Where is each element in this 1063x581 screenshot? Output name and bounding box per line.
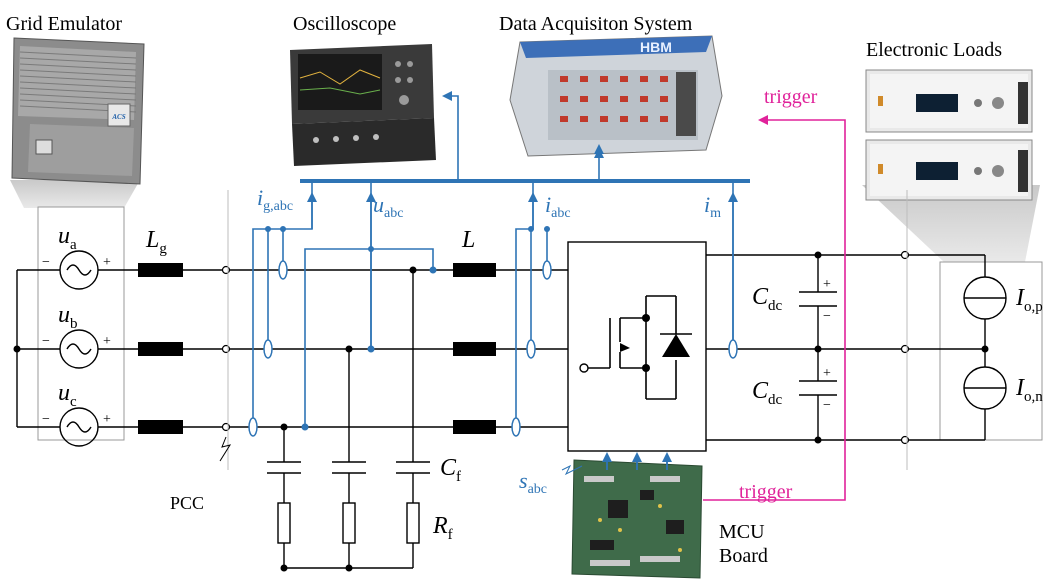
current-sensors xyxy=(248,260,738,437)
svg-text:+: + xyxy=(103,412,111,427)
uc-label: uc xyxy=(58,380,77,410)
cdc-bottom-label: Cdc xyxy=(752,378,783,408)
s-abc-label: sabc xyxy=(519,468,547,497)
rf-label: Rf xyxy=(432,513,453,543)
svg-text:+: + xyxy=(823,277,831,292)
u-abc-label: uabc xyxy=(373,192,403,221)
ua-label: ua xyxy=(58,223,77,253)
svg-text:+: + xyxy=(103,255,111,270)
acs-logo: ACS xyxy=(111,113,125,121)
terminals xyxy=(221,250,910,445)
svg-text:+: + xyxy=(823,366,831,381)
iop-label: Io,p xyxy=(1015,285,1043,315)
diode-icon xyxy=(662,334,690,357)
junction-dots xyxy=(13,251,989,572)
daq-image: HBM xyxy=(509,35,723,157)
inductors xyxy=(138,263,496,434)
cdc-top-label: Cdc xyxy=(752,284,783,314)
pcc-label: PCC xyxy=(170,493,204,513)
inverter-terminal xyxy=(579,363,589,373)
svg-text:−: − xyxy=(823,309,831,324)
inverter-switch-symbol xyxy=(588,295,692,400)
oscilloscope-title: Oscilloscope xyxy=(293,13,396,35)
grid-emulator-box xyxy=(37,206,125,441)
i-abc-label: iabc xyxy=(545,192,571,221)
mcu-label-1: MCU xyxy=(719,521,765,543)
power-circuit-wires xyxy=(16,241,1007,569)
trigger-line xyxy=(703,115,846,501)
grid-emulator-image: ACS xyxy=(11,37,145,185)
electronic-loads-box xyxy=(939,261,1043,441)
svg-text:−: − xyxy=(42,334,50,349)
electronic-loads-title: Electronic Loads xyxy=(866,39,1002,61)
grid-emulator-callout xyxy=(10,180,140,208)
oscilloscope-image xyxy=(290,44,436,166)
lg-label: Lg xyxy=(145,227,167,257)
measurement-dots xyxy=(265,226,550,431)
ion-label: Io,n xyxy=(1015,375,1043,405)
i-m-label: im xyxy=(704,192,721,221)
mcu-label-2: Board xyxy=(719,545,768,567)
trigger-label-top: trigger xyxy=(764,86,818,108)
mcu-board-image xyxy=(571,459,703,579)
trigger-label-bottom: trigger xyxy=(739,481,793,503)
hbm-logo: HBM xyxy=(640,39,672,55)
pcc-pointer xyxy=(219,436,232,462)
cf-label: Cf xyxy=(440,455,461,485)
svg-text:−: − xyxy=(42,255,50,270)
svg-text:−: − xyxy=(823,398,831,413)
grid-emulator-title: Grid Emulator xyxy=(6,13,122,35)
mosfet-arrow xyxy=(620,343,630,352)
polarity-marks: − + − + − + + − + − xyxy=(42,255,831,427)
cut-lines xyxy=(227,190,908,470)
i-g-abc-label: ig,abc xyxy=(257,185,293,214)
svg-text:+: + xyxy=(103,334,111,349)
up-arrows xyxy=(307,192,738,470)
l-label: L xyxy=(461,227,475,253)
s-abc-pointer xyxy=(561,464,583,476)
daq-title: Data Acquisiton System xyxy=(499,13,693,35)
measurement-arrows xyxy=(594,144,604,154)
ub-label: ub xyxy=(58,302,78,332)
electronic-loads-image xyxy=(865,69,1033,201)
svg-text:−: − xyxy=(42,412,50,427)
